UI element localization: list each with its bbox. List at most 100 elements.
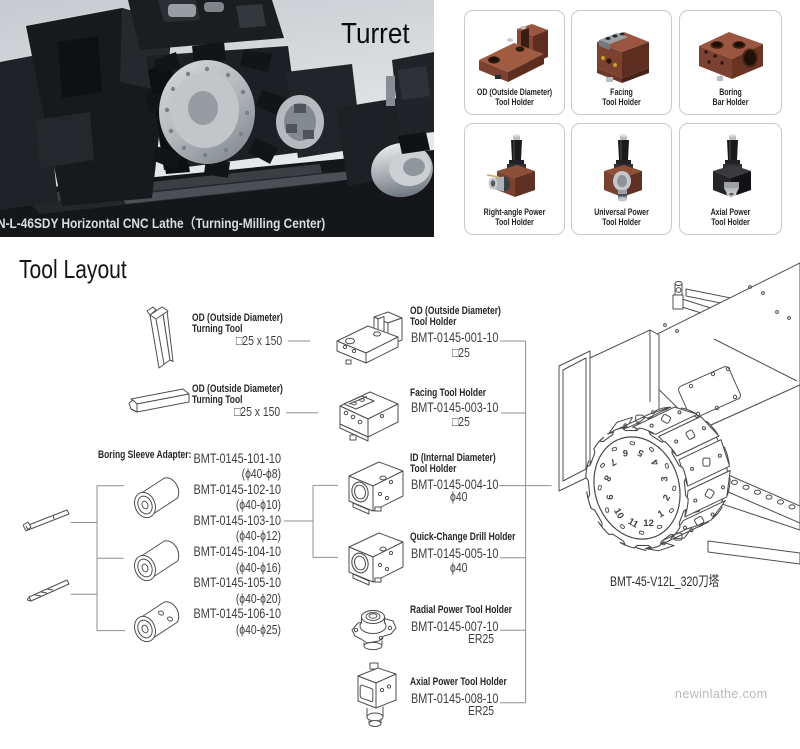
label-line: OD (Outside Diameter) bbox=[192, 383, 283, 395]
facing-tool-holder-model: BMT-0145-003-10 bbox=[411, 398, 499, 415]
od-turning-tool-drawing-2 bbox=[127, 386, 193, 418]
tool-holder-card-label: Axial Power Tool Holder bbox=[680, 207, 781, 227]
card-label-line2: Tool Holder bbox=[602, 216, 641, 227]
tool-holder-card: Universal Power Tool Holder bbox=[571, 123, 672, 235]
universal-power-tool-holder-photo bbox=[572, 134, 671, 206]
photo-caption: N-L-46SDY Horizontal CNC Lathe（Turning-M… bbox=[0, 216, 326, 231]
od-turning-tool-label-1: OD (Outside Diameter) Turning Tool bbox=[192, 312, 283, 336]
quick-change-drill-holder-drawing bbox=[343, 525, 409, 589]
boring-sleeve-adapter-list: BMT-0145-101-10(ϕ40-ϕ8)BMT-0145-102-10(ϕ… bbox=[150, 450, 281, 638]
label-line: OD (Outside Diameter) bbox=[410, 304, 501, 317]
card-label-line2: Bar Holder bbox=[712, 96, 749, 107]
cnc-lathe-photo bbox=[0, 0, 434, 237]
turret-station-number: 6 bbox=[623, 447, 628, 458]
radial-power-tool-holder-model: BMT-0145-007-10 bbox=[411, 617, 499, 634]
facing-tool-holder-label: Facing Tool Holder bbox=[410, 386, 487, 399]
od-tool-holder-model: BMT-0145-001-10 bbox=[411, 329, 499, 345]
od-turning-tool-spec-1: □25 x 150 bbox=[236, 333, 283, 348]
tool-holder-card: Boring Bar Holder bbox=[679, 10, 782, 115]
sleeve-adapter-size: (ϕ40-ϕ12) bbox=[235, 528, 281, 544]
facing-tool-holder-photo bbox=[572, 21, 671, 85]
od-tool-holder-label: OD (Outside Diameter)Tool Holder bbox=[410, 304, 501, 329]
turret-station-number: 1 bbox=[656, 508, 667, 521]
sleeve-adapter-model: BMT-0145-106-10 bbox=[193, 605, 281, 622]
od-tool-holder-photo bbox=[465, 21, 564, 85]
id-tool-holder-spec: ϕ40 bbox=[450, 488, 468, 504]
card-label-line1: Facing bbox=[610, 87, 633, 97]
turret-caption: BMT-45-V12L_320刀塔 bbox=[610, 573, 720, 589]
sleeve-adapter-size: (ϕ40-ϕ10) bbox=[235, 497, 281, 513]
label-line: Axial Power Tool Holder bbox=[410, 675, 507, 688]
boring-sleeve-drawing-2 bbox=[131, 539, 185, 585]
sleeve-adapter-size: (ϕ40-ϕ16) bbox=[235, 559, 281, 575]
card-label-line2: Tool Holder bbox=[711, 216, 750, 227]
sleeve-adapter-size: (ϕ40-ϕ20) bbox=[235, 590, 281, 606]
id-tool-holder-label: ID (Internal Diameter)Tool Holder bbox=[410, 451, 496, 476]
axial-power-tool-holder-label: Axial Power Tool Holder bbox=[410, 675, 507, 688]
turret-station-number: 4 bbox=[649, 457, 662, 468]
radial-power-tool-holder-spec: ER25 bbox=[468, 630, 495, 646]
facing-tool-holder-drawing bbox=[332, 382, 406, 444]
card-label-line1: Axial Power bbox=[710, 207, 751, 217]
boring-bar-drawing-1 bbox=[22, 503, 73, 537]
facing-tool-holder-spec: □25 bbox=[452, 413, 470, 429]
id-tool-holder-model: BMT-0145-004-10 bbox=[411, 475, 499, 492]
tool-holder-card-label: OD (Outside Diameter) Tool Holder bbox=[465, 87, 564, 107]
label-line: Tool Holder bbox=[410, 462, 457, 475]
axial-power-tool-holder-photo bbox=[680, 134, 781, 206]
od-tool-holder-drawing bbox=[332, 311, 406, 371]
card-label-line1: Right-angle Power bbox=[483, 207, 546, 217]
tool-holder-card: Facing Tool Holder bbox=[571, 10, 672, 115]
boring-bar-drawing-2 bbox=[26, 575, 73, 605]
card-label-line2: Tool Holder bbox=[495, 96, 534, 107]
od-tool-holder-spec: □25 bbox=[452, 345, 470, 360]
turret-station-number: 10 bbox=[611, 506, 626, 521]
watermark: newinlathe.com bbox=[675, 687, 768, 701]
turret-station-number: 7 bbox=[608, 456, 618, 468]
turret-drawing: 1 2 3 4 5 6 7 8 9 10 11 12 bbox=[545, 262, 800, 592]
turret-station-number: 5 bbox=[635, 446, 646, 459]
turret-station-number: 3 bbox=[660, 476, 671, 481]
radial-power-tool-holder-drawing bbox=[348, 602, 400, 652]
quick-change-drill-holder-label: Quick-Change Drill Holder bbox=[410, 531, 515, 543]
tool-holder-card-label: Universal Power Tool Holder bbox=[572, 207, 671, 227]
axial-power-tool-holder-spec: ER25 bbox=[468, 702, 495, 718]
sleeve-adapter-size: (ϕ40-ϕ8) bbox=[241, 466, 281, 482]
tool-holder-card: Right-angle Power Tool Holder bbox=[464, 123, 565, 235]
sleeve-adapter-model: BMT-0145-103-10 bbox=[193, 511, 281, 528]
tool-holder-card: Axial Power Tool Holder bbox=[679, 123, 782, 235]
turret-station-number: 8 bbox=[601, 473, 613, 483]
turret-station-number: 2 bbox=[661, 493, 673, 503]
machine-photo-panel: Turret N-L-46SDY Horizontal CNC Lathe（Tu… bbox=[0, 0, 434, 237]
turret-station-number: 9 bbox=[603, 494, 614, 499]
card-label-line2: Tool Holder bbox=[495, 216, 534, 227]
label-line: Facing Tool Holder bbox=[410, 386, 487, 399]
quick-change-drill-holder-model: BMT-0145-005-10 bbox=[411, 544, 499, 561]
photo-turret-label: Turret bbox=[341, 18, 410, 50]
tool-holder-card-label: Facing Tool Holder bbox=[572, 87, 671, 107]
label-line: Tool Holder bbox=[410, 315, 457, 328]
sleeve-adapter-model: BMT-0145-102-10 bbox=[193, 480, 281, 497]
axial-power-tool-holder-drawing bbox=[348, 662, 402, 732]
label-line: Turning Tool bbox=[192, 394, 243, 407]
right-angle-power-tool-holder-photo bbox=[465, 134, 564, 206]
axial-power-tool-holder-model: BMT-0145-008-10 bbox=[411, 689, 499, 706]
card-label-line1: OD (Outside Diameter) bbox=[476, 87, 553, 97]
turret-station-number: 12 bbox=[643, 518, 654, 529]
label-line: Radial Power Tool Holder bbox=[410, 603, 512, 616]
sleeve-adapter-model: BMT-0145-105-10 bbox=[193, 574, 281, 591]
boring-sleeve-drawing-1 bbox=[131, 476, 185, 522]
tool-holder-card: OD (Outside Diameter) Tool Holder bbox=[464, 10, 565, 115]
quick-change-drill-holder-spec: ϕ40 bbox=[450, 559, 468, 575]
id-tool-holder-drawing bbox=[343, 454, 409, 518]
sleeve-adapter-size: (ϕ40-ϕ25) bbox=[235, 622, 281, 638]
od-turning-tool-drawing-1 bbox=[140, 302, 184, 372]
sleeve-adapter-model: BMT-0145-104-10 bbox=[193, 543, 281, 560]
label-line: ID (Internal Diameter) bbox=[410, 451, 496, 464]
tool-holder-card-label: Boring Bar Holder bbox=[680, 87, 781, 107]
od-turning-tool-spec-2: □25 x 150 bbox=[234, 404, 281, 419]
card-label-line2: Tool Holder bbox=[602, 96, 641, 107]
label-line: Turning Tool bbox=[192, 323, 243, 336]
